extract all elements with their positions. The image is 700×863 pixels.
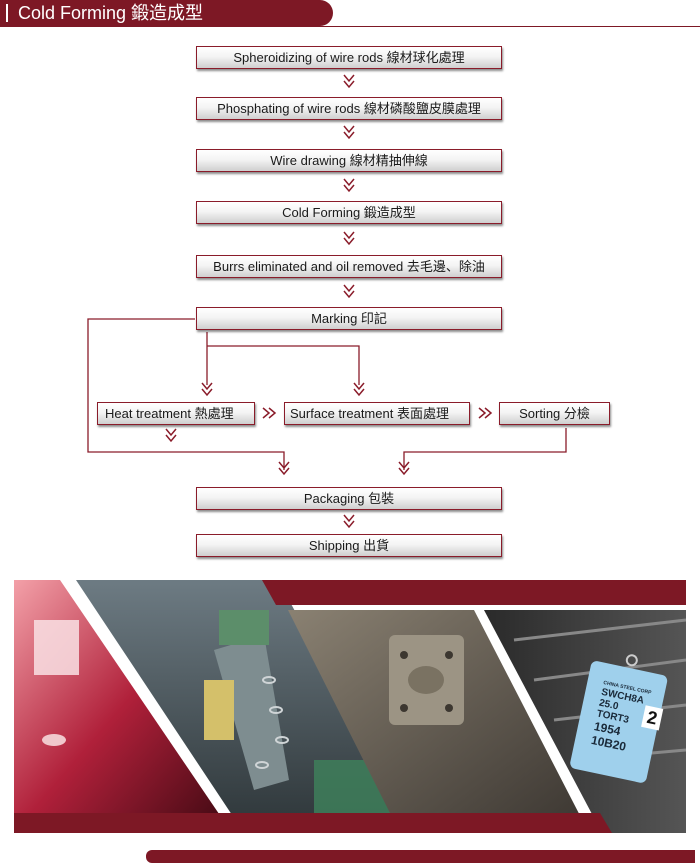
photo-collage: CHINA STEEL CORP SWCH8A 25.0 TORT3 1954 … [14,580,686,833]
arrow-down-2 [343,125,355,140]
step-wire-drawing: Wire drawing 線材精抽伸線 [196,149,502,172]
footer-bar [146,850,692,863]
step-cold-forming: Cold Forming 鍛造成型 [196,201,502,224]
arrow-down-3 [343,178,355,193]
arrow-down-1 [343,74,355,89]
header-banner: Cold Forming 鍛造成型 [0,0,333,26]
steel-tag [570,654,668,783]
arrow-down-6 [343,514,355,529]
photo-collage-art [14,580,686,833]
tag-text: CHINA STEEL CORP SWCH8A 25.0 TORT3 1954 … [590,680,673,761]
step-shipping: Shipping 出貨 [196,534,502,557]
red-band-top [262,580,686,605]
step-phosphating: Phosphating of wire rods 線材磷酸鹽皮膜處理 [196,97,502,120]
footer-bar-end [692,850,695,863]
step-sorting: Sorting 分檢 [499,402,610,425]
step-spheroidizing: Spheroidizing of wire rods 線材球化處理 [196,46,502,69]
red-band-bottom [14,813,612,833]
header-tick [6,4,8,22]
step-burrs-removed: Burrs eliminated and oil removed 去毛邊、除油 [196,255,502,278]
arrow-down-4 [343,231,355,246]
step-packaging: Packaging 包裝 [196,487,502,510]
page-title: Cold Forming 鍛造成型 [18,3,204,23]
step-surface-treatment: Surface treatment 表面處理 [284,402,470,425]
step-marking: Marking 印記 [196,307,502,330]
arrow-down-5 [343,284,355,299]
step-heat-treatment: Heat treatment 熱處理 [97,402,255,425]
header-rule [0,26,700,27]
